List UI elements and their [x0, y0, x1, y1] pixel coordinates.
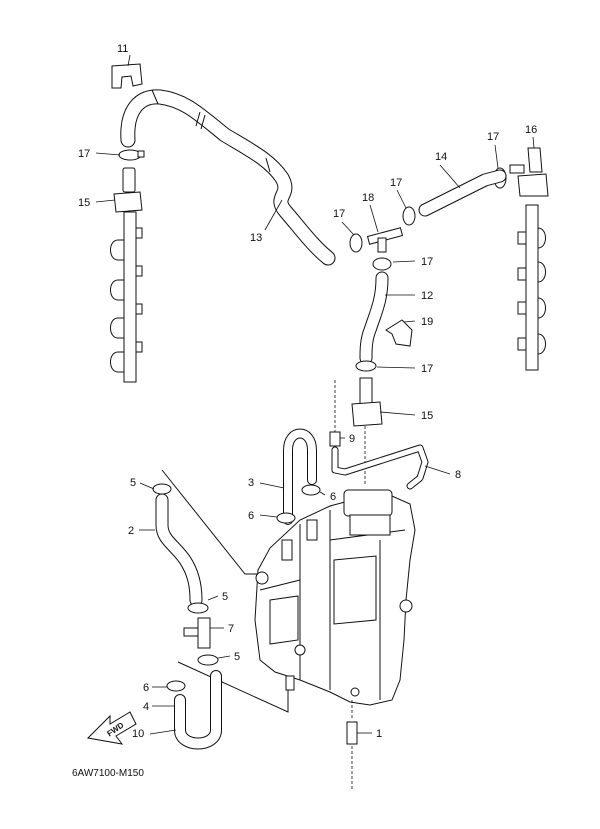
callout-5: 5: [222, 591, 228, 603]
connector-16-right: [509, 147, 549, 197]
callout-5: 5: [130, 477, 136, 489]
callout-5: 5: [234, 651, 240, 663]
callout-10: 10: [132, 728, 144, 740]
callout-6: 6: [330, 491, 336, 503]
callout-17: 17: [390, 177, 402, 189]
callout-11: 11: [117, 43, 128, 55]
drain-1: [346, 700, 358, 790]
joint-18: [366, 227, 404, 253]
bracket-19: [385, 319, 413, 347]
callout-17: 17: [421, 256, 433, 268]
callout-6: 6: [248, 510, 254, 522]
clamp-17-lower: [355, 360, 377, 372]
callout-16: 16: [525, 124, 537, 136]
callout-6: 6: [143, 682, 149, 694]
diagram-code: 6AW7100-M150: [72, 768, 144, 779]
callout-17: 17: [333, 208, 345, 220]
joint-7: [183, 617, 211, 649]
clamp-5-mid: [187, 602, 209, 614]
callout-9: 9: [349, 433, 355, 445]
fwd-arrow-icon: FWD: [86, 711, 137, 745]
callout-13: 13: [250, 232, 262, 244]
callout-18: 18: [362, 192, 374, 204]
hose-3: [283, 428, 317, 525]
clip-11: [111, 63, 143, 89]
clamp-17-center-right: [402, 206, 416, 226]
callout-labels: 11 17 15 13 17 18 17 14 17 16 17 12 19 1…: [78, 43, 537, 740]
connector-15-left: [113, 167, 143, 213]
callout-15: 15: [78, 197, 90, 209]
hose-13: [120, 89, 336, 266]
callout-4: 4: [143, 701, 149, 713]
callout-15: 15: [421, 410, 433, 422]
clamp-5-lower: [197, 654, 219, 666]
connector-15-center: [351, 377, 383, 486]
hose-2: [155, 493, 203, 607]
clamp-17-left: [118, 149, 145, 161]
clamp-6-upper: [301, 484, 321, 496]
callout-3: 3: [248, 477, 254, 489]
leader-lines: [95, 54, 535, 735]
callout-12: 12: [421, 290, 433, 302]
callout-17: 17: [421, 363, 433, 375]
callout-1: 1: [376, 728, 382, 740]
hose-4-10: [174, 670, 222, 750]
callout-14: 14: [435, 151, 447, 163]
hose-14: [418, 169, 507, 217]
fuel-rail-left: [110, 211, 143, 383]
clamp-6-mid: [276, 512, 296, 524]
callout-7: 7: [228, 623, 234, 635]
callout-17: 17: [78, 148, 90, 160]
clamp-17-center-left: [349, 233, 363, 253]
hose-8: [331, 444, 429, 490]
callout-8: 8: [455, 469, 461, 481]
clamp-6-lower: [166, 680, 186, 692]
callout-2: 2: [128, 525, 134, 537]
callout-19: 19: [421, 316, 433, 328]
fitting-9: [329, 431, 341, 447]
clamp-5-top: [152, 483, 172, 495]
hose-12: [359, 271, 389, 365]
vapor-separator-body: [254, 489, 416, 706]
callout-17: 17: [487, 131, 499, 143]
fuel-rail-right: [517, 204, 546, 371]
clamp-17-under-joint: [372, 257, 392, 271]
